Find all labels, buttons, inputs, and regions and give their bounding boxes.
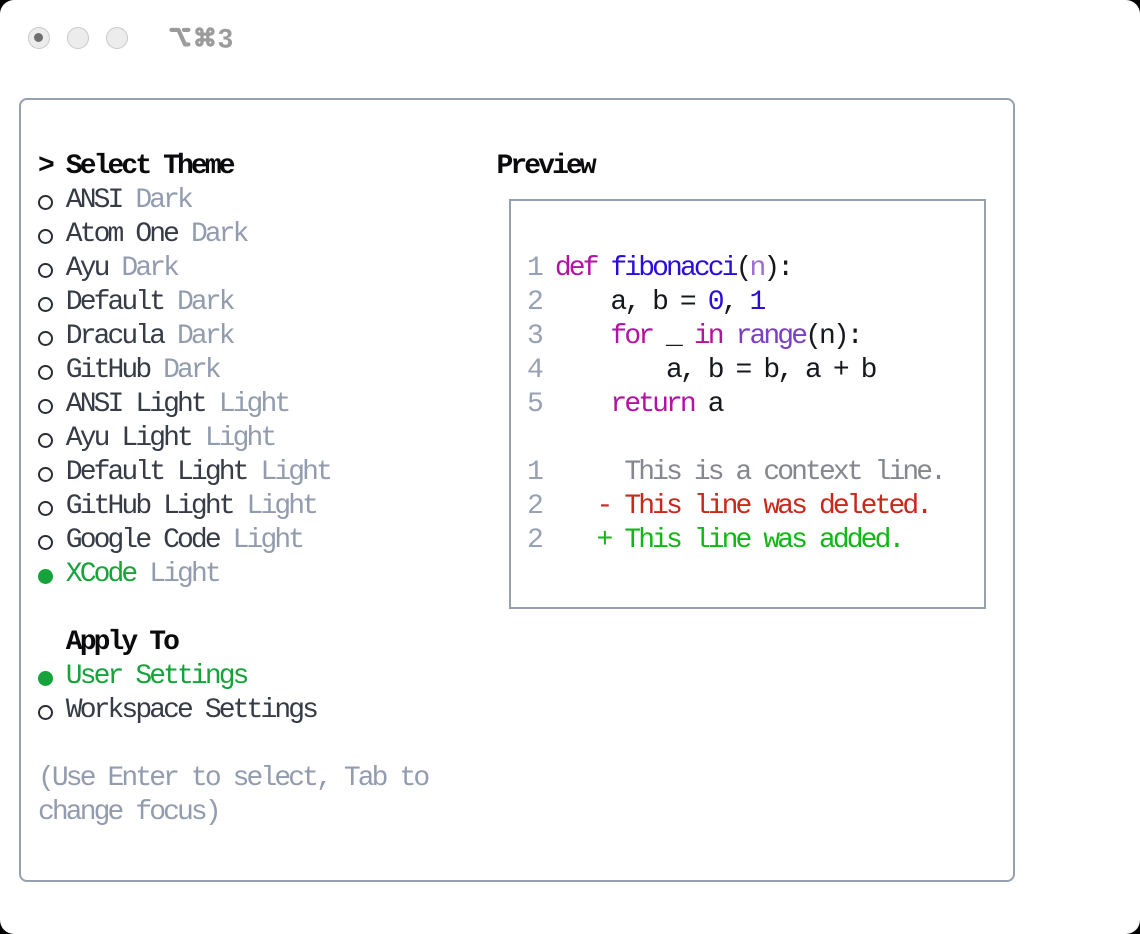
svg-text:3: 3 — [218, 24, 233, 54]
